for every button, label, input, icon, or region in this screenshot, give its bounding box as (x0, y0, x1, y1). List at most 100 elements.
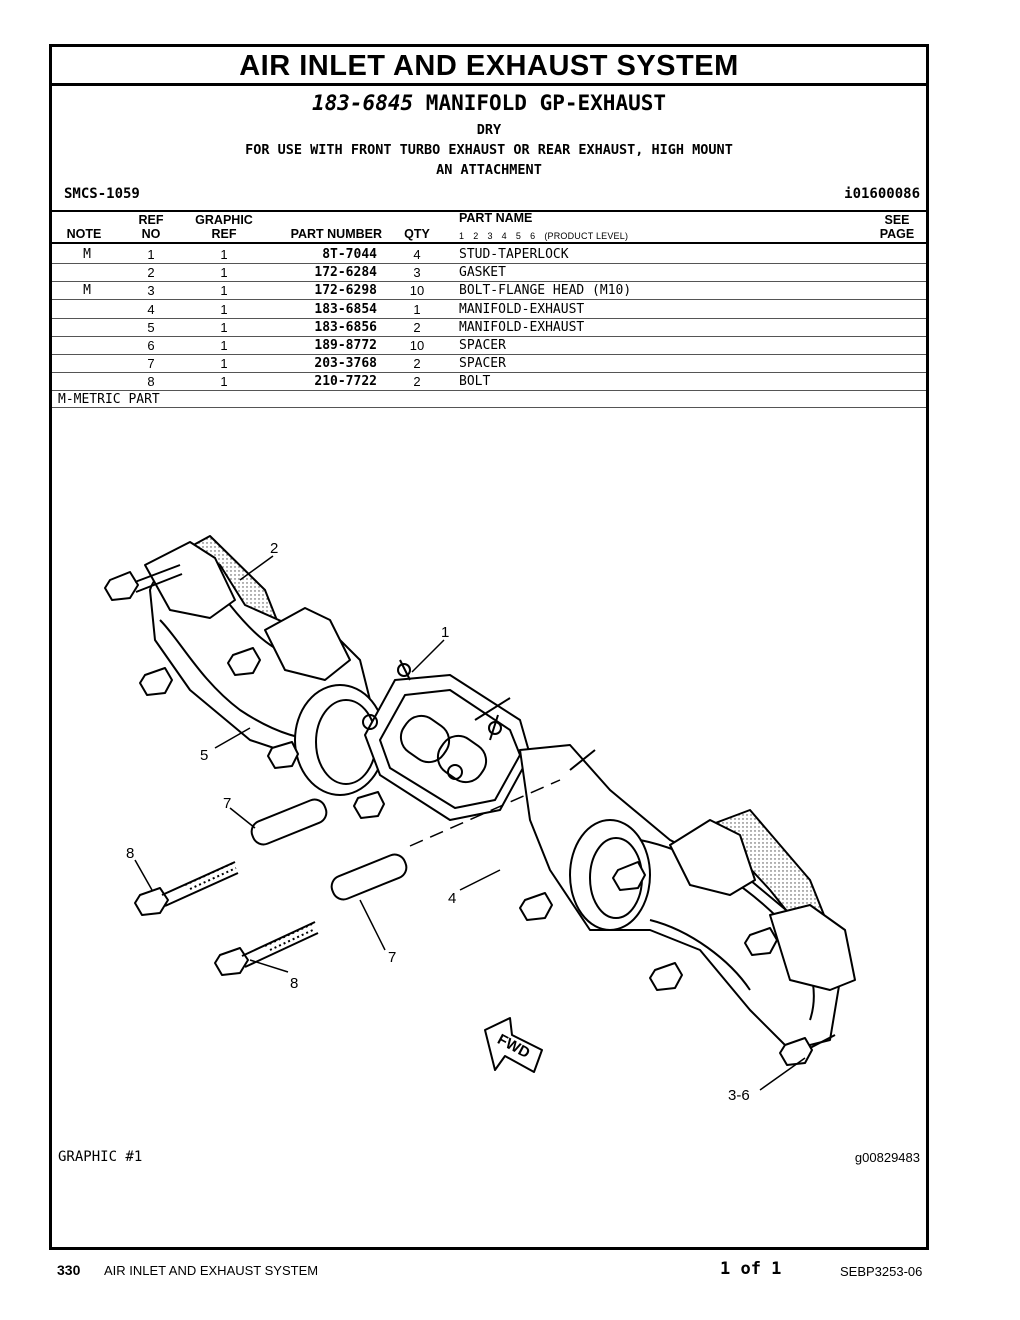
right-ring (569, 819, 651, 931)
part-note: M (83, 247, 91, 262)
system-title: AIR INLET AND EXHAUST SYSTEM (52, 47, 926, 86)
part-number: 189-8772 (314, 338, 377, 353)
part-ref: 5 (147, 319, 155, 335)
flange-right-1 (669, 819, 756, 896)
part-number: 183-6854 (314, 301, 377, 317)
bolt-8-upper (134, 861, 239, 916)
metric-rule (52, 407, 926, 408)
level-3: 3 (487, 231, 493, 241)
callout-1: 1 (441, 624, 449, 641)
exploded-view-drawing: 2 1 5 7 8 4 7 8 3-6 FWD (104, 535, 856, 1104)
part-number: 203-3768 (314, 356, 377, 372)
part-name: STUD-TAPERLOCK (459, 247, 569, 262)
footer-page-count: 1 of 1 (720, 1259, 782, 1279)
part-name: GASKET (459, 265, 506, 281)
part-qty: 2 (413, 374, 421, 390)
part-graphic-ref: 1 (220, 338, 228, 353)
level-5: 5 (515, 231, 522, 241)
part-ref: 6 (147, 338, 155, 353)
flange-right-2 (769, 904, 856, 991)
spacer-7-lower (330, 853, 408, 901)
part-qty: 4 (413, 247, 421, 262)
subtitle-attachment: AN ATTACHMENT (436, 162, 542, 178)
part-graphic-ref: 1 (220, 283, 228, 299)
table-header-rule (52, 242, 926, 244)
callout-8-upper: 8 (126, 845, 134, 862)
footer-page-number: 330 (57, 1262, 81, 1278)
part-ref: 4 (147, 301, 155, 317)
metric-note: M-METRIC PART (58, 392, 160, 407)
flange-left-1 (144, 541, 236, 619)
level-6: 6 (530, 231, 536, 241)
part-graphic-ref: 1 (220, 319, 228, 335)
spacer-7-upper (250, 798, 328, 846)
level-label: (PRODUCT LEVEL) (544, 231, 629, 241)
part-graphic-ref: 1 (220, 374, 228, 390)
part-qty: 2 (413, 356, 421, 372)
part-name: MANIFOLD-EXHAUST (459, 301, 585, 317)
table-row: M 1 1 8T-7044 4 STUD-TAPERLOCK (52, 245, 926, 264)
part-graphic-ref: 1 (220, 356, 228, 372)
part-qty: 1 (413, 301, 421, 317)
part-qty: 10 (409, 338, 425, 353)
smcs-code: SMCS-1059 (64, 186, 140, 202)
part-number: 210-7722 (314, 374, 377, 390)
callout-7-upper: 7 (223, 795, 231, 812)
flange-studs (362, 659, 502, 780)
part-qty: 2 (413, 319, 421, 335)
subtitle-usage: FOR USE WITH FRONT TURBO EXHAUST OR REAR… (245, 142, 733, 158)
col-part-number: PART NUMBER (290, 227, 382, 241)
part-ref: 7 (147, 356, 155, 372)
level-4: 4 (501, 231, 507, 241)
col-see-top: SEE (884, 213, 910, 227)
footer-system: AIR INLET AND EXHAUST SYSTEM (104, 1263, 319, 1278)
part-graphic-ref: 1 (220, 247, 228, 262)
callout-7-lower: 7 (388, 949, 396, 966)
level-2: 2 (473, 231, 479, 241)
part-name: MANIFOLD-EXHAUST (459, 319, 585, 335)
subtitle-dry: DRY (476, 122, 502, 138)
group-number: 183-6845 (311, 91, 414, 115)
table-row: 5 1 183-6856 2 MANIFOLD-EXHAUST (52, 318, 926, 337)
part-number: 183-6856 (314, 319, 377, 335)
graphic-label: GRAPHIC #1 (58, 1149, 143, 1165)
part-name: SPACER (459, 356, 506, 372)
col-ref-bottom: NO (141, 227, 161, 241)
part-note: M (83, 283, 91, 299)
part-number: 8T-7044 (322, 247, 377, 262)
part-name: BOLT (459, 374, 491, 390)
group-title: 183-6845 MANIFOLD GP-EXHAUST (52, 91, 926, 115)
part-number: 172-6298 (314, 283, 377, 299)
col-qty: QTY (404, 227, 430, 241)
callout-3-6: 3-6 (728, 1087, 750, 1104)
col-note: NOTE (66, 227, 102, 241)
callout-2: 2 (270, 540, 278, 557)
part-ref: 8 (147, 374, 155, 390)
footer-doc-number: SEBP3253-06 (840, 1264, 923, 1279)
group-name: MANIFOLD GP-EXHAUST (425, 91, 667, 115)
callout-5: 5 (200, 747, 208, 764)
callout-8-lower: 8 (290, 975, 298, 992)
part-number: 172-6284 (314, 265, 377, 281)
part-qty: 3 (413, 265, 421, 281)
page-frame: AIR INLET AND EXHAUST SYSTEM 183-6845 MA… (49, 44, 929, 1250)
part-graphic-ref: 1 (220, 301, 228, 317)
table-row: 4 1 183-6854 1 MANIFOLD-EXHAUST (52, 300, 926, 319)
part-name: BOLT-FLANGE HEAD (M10) (459, 283, 632, 299)
part-ref: 1 (147, 247, 155, 262)
col-gref-bottom: REF (211, 227, 237, 241)
manifold-bolts (104, 564, 836, 1066)
document-ident: i01600086 (844, 186, 920, 202)
callout-4: 4 (448, 890, 456, 907)
fwd-arrow (484, 1017, 543, 1073)
col-ref-top: REF (138, 213, 164, 227)
part-name: SPACER (459, 338, 506, 353)
table-row: 7 1 203-3768 2 SPACER (52, 354, 926, 374)
part-graphic-ref: 1 (220, 265, 228, 281)
table-row: 8 1 210-7722 2 BOLT (52, 372, 926, 392)
col-part-name: PART NAME (459, 211, 533, 225)
part-ref: 3 (147, 283, 155, 299)
part-ref: 2 (147, 265, 155, 281)
